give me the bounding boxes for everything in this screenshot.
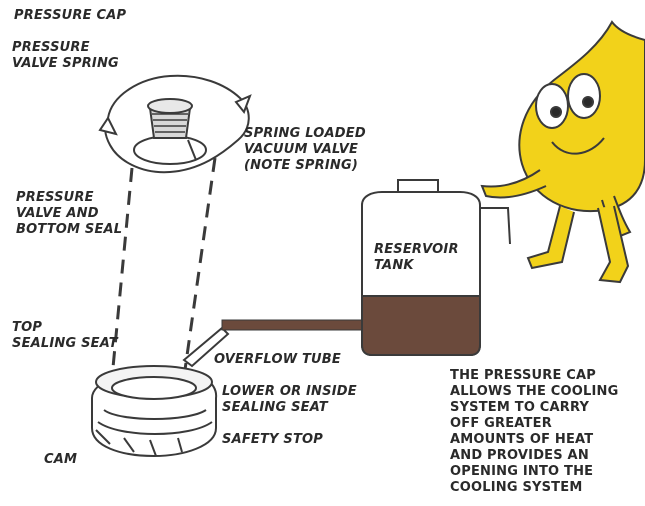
pressure-valve-seal-label: PRESSURE VALVE AND BOTTOM SEAL	[16, 190, 122, 238]
lower-sealing-seat-label: LOWER OR INSIDE SEALING SEAT	[222, 384, 357, 416]
reservoir-tank-label: RESERVOIR TANK	[374, 242, 459, 274]
pressure-cap	[100, 76, 250, 172]
overflow-tube	[222, 320, 362, 330]
pressure-valve-spring-label: PRESSURE VALVE SPRING	[12, 40, 119, 72]
top-sealing-seat-label: TOP SEALING SEAT	[12, 320, 118, 352]
overflow-tube-label: OVERFLOW TUBE	[214, 352, 341, 368]
cam-label: CAM	[44, 452, 77, 468]
safety-stop-label: SAFETY STOP	[222, 432, 323, 448]
caption-text: THE PRESSURE CAP ALLOWS THE COOLING SYST…	[450, 368, 619, 496]
diagram-title: PRESSURE CAP	[14, 8, 126, 24]
oil-drop-mascot-icon	[482, 22, 645, 282]
vacuum-valve-label: SPRING LOADED VACUUM VALVE (NOTE SPRING)	[244, 126, 366, 174]
